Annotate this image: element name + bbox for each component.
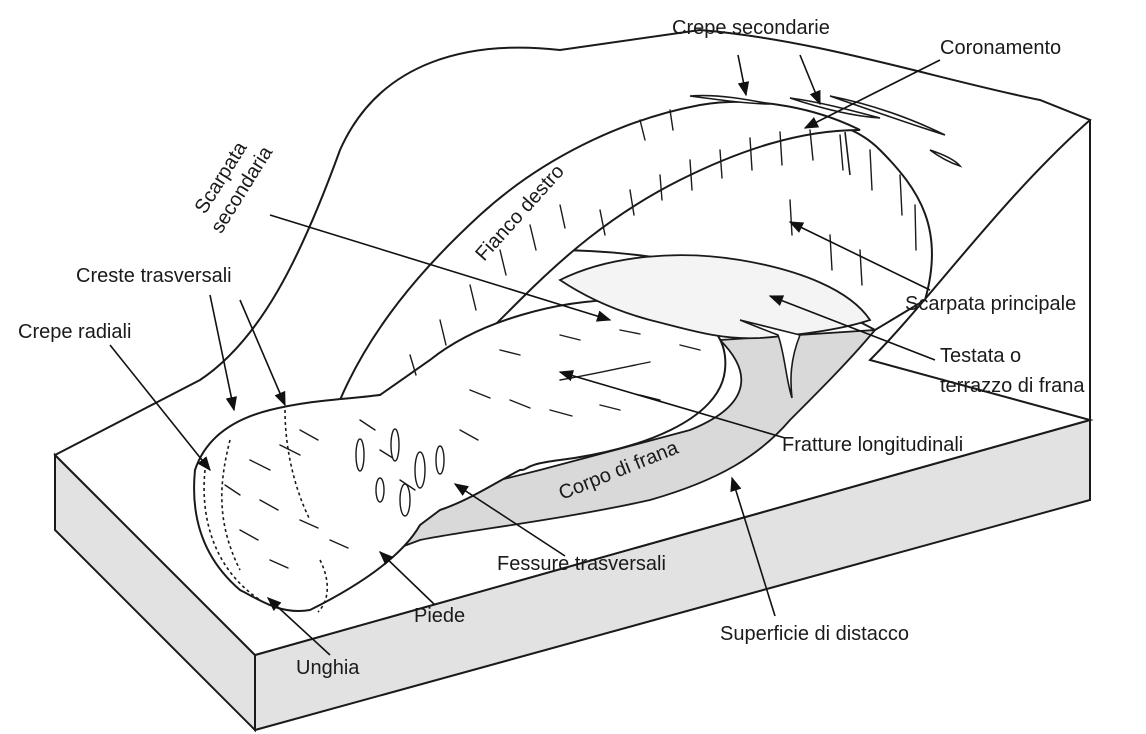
label-crepe-secondarie: Crepe secondarie — [672, 17, 830, 39]
label-superficie-di-distacco: Superficie di distacco — [720, 623, 909, 645]
label-creste-trasversali: Creste trasversali — [76, 265, 232, 287]
label-testata-1: Testata o — [940, 345, 1021, 367]
label-fessure-trasversali: Fessure trasversali — [497, 553, 666, 575]
label-piede: Piede — [414, 605, 465, 627]
label-scarpata-principale: Scarpata principale — [905, 293, 1076, 315]
label-testata-2: terrazzo di frana — [940, 375, 1085, 397]
label-unghia: Unghia — [296, 657, 360, 679]
label-fratture-longitudinali: Fratture longitudinali — [782, 434, 963, 456]
label-crepe-radiali: Crepe radiali — [18, 321, 131, 343]
label-coronamento: Coronamento — [940, 37, 1061, 59]
